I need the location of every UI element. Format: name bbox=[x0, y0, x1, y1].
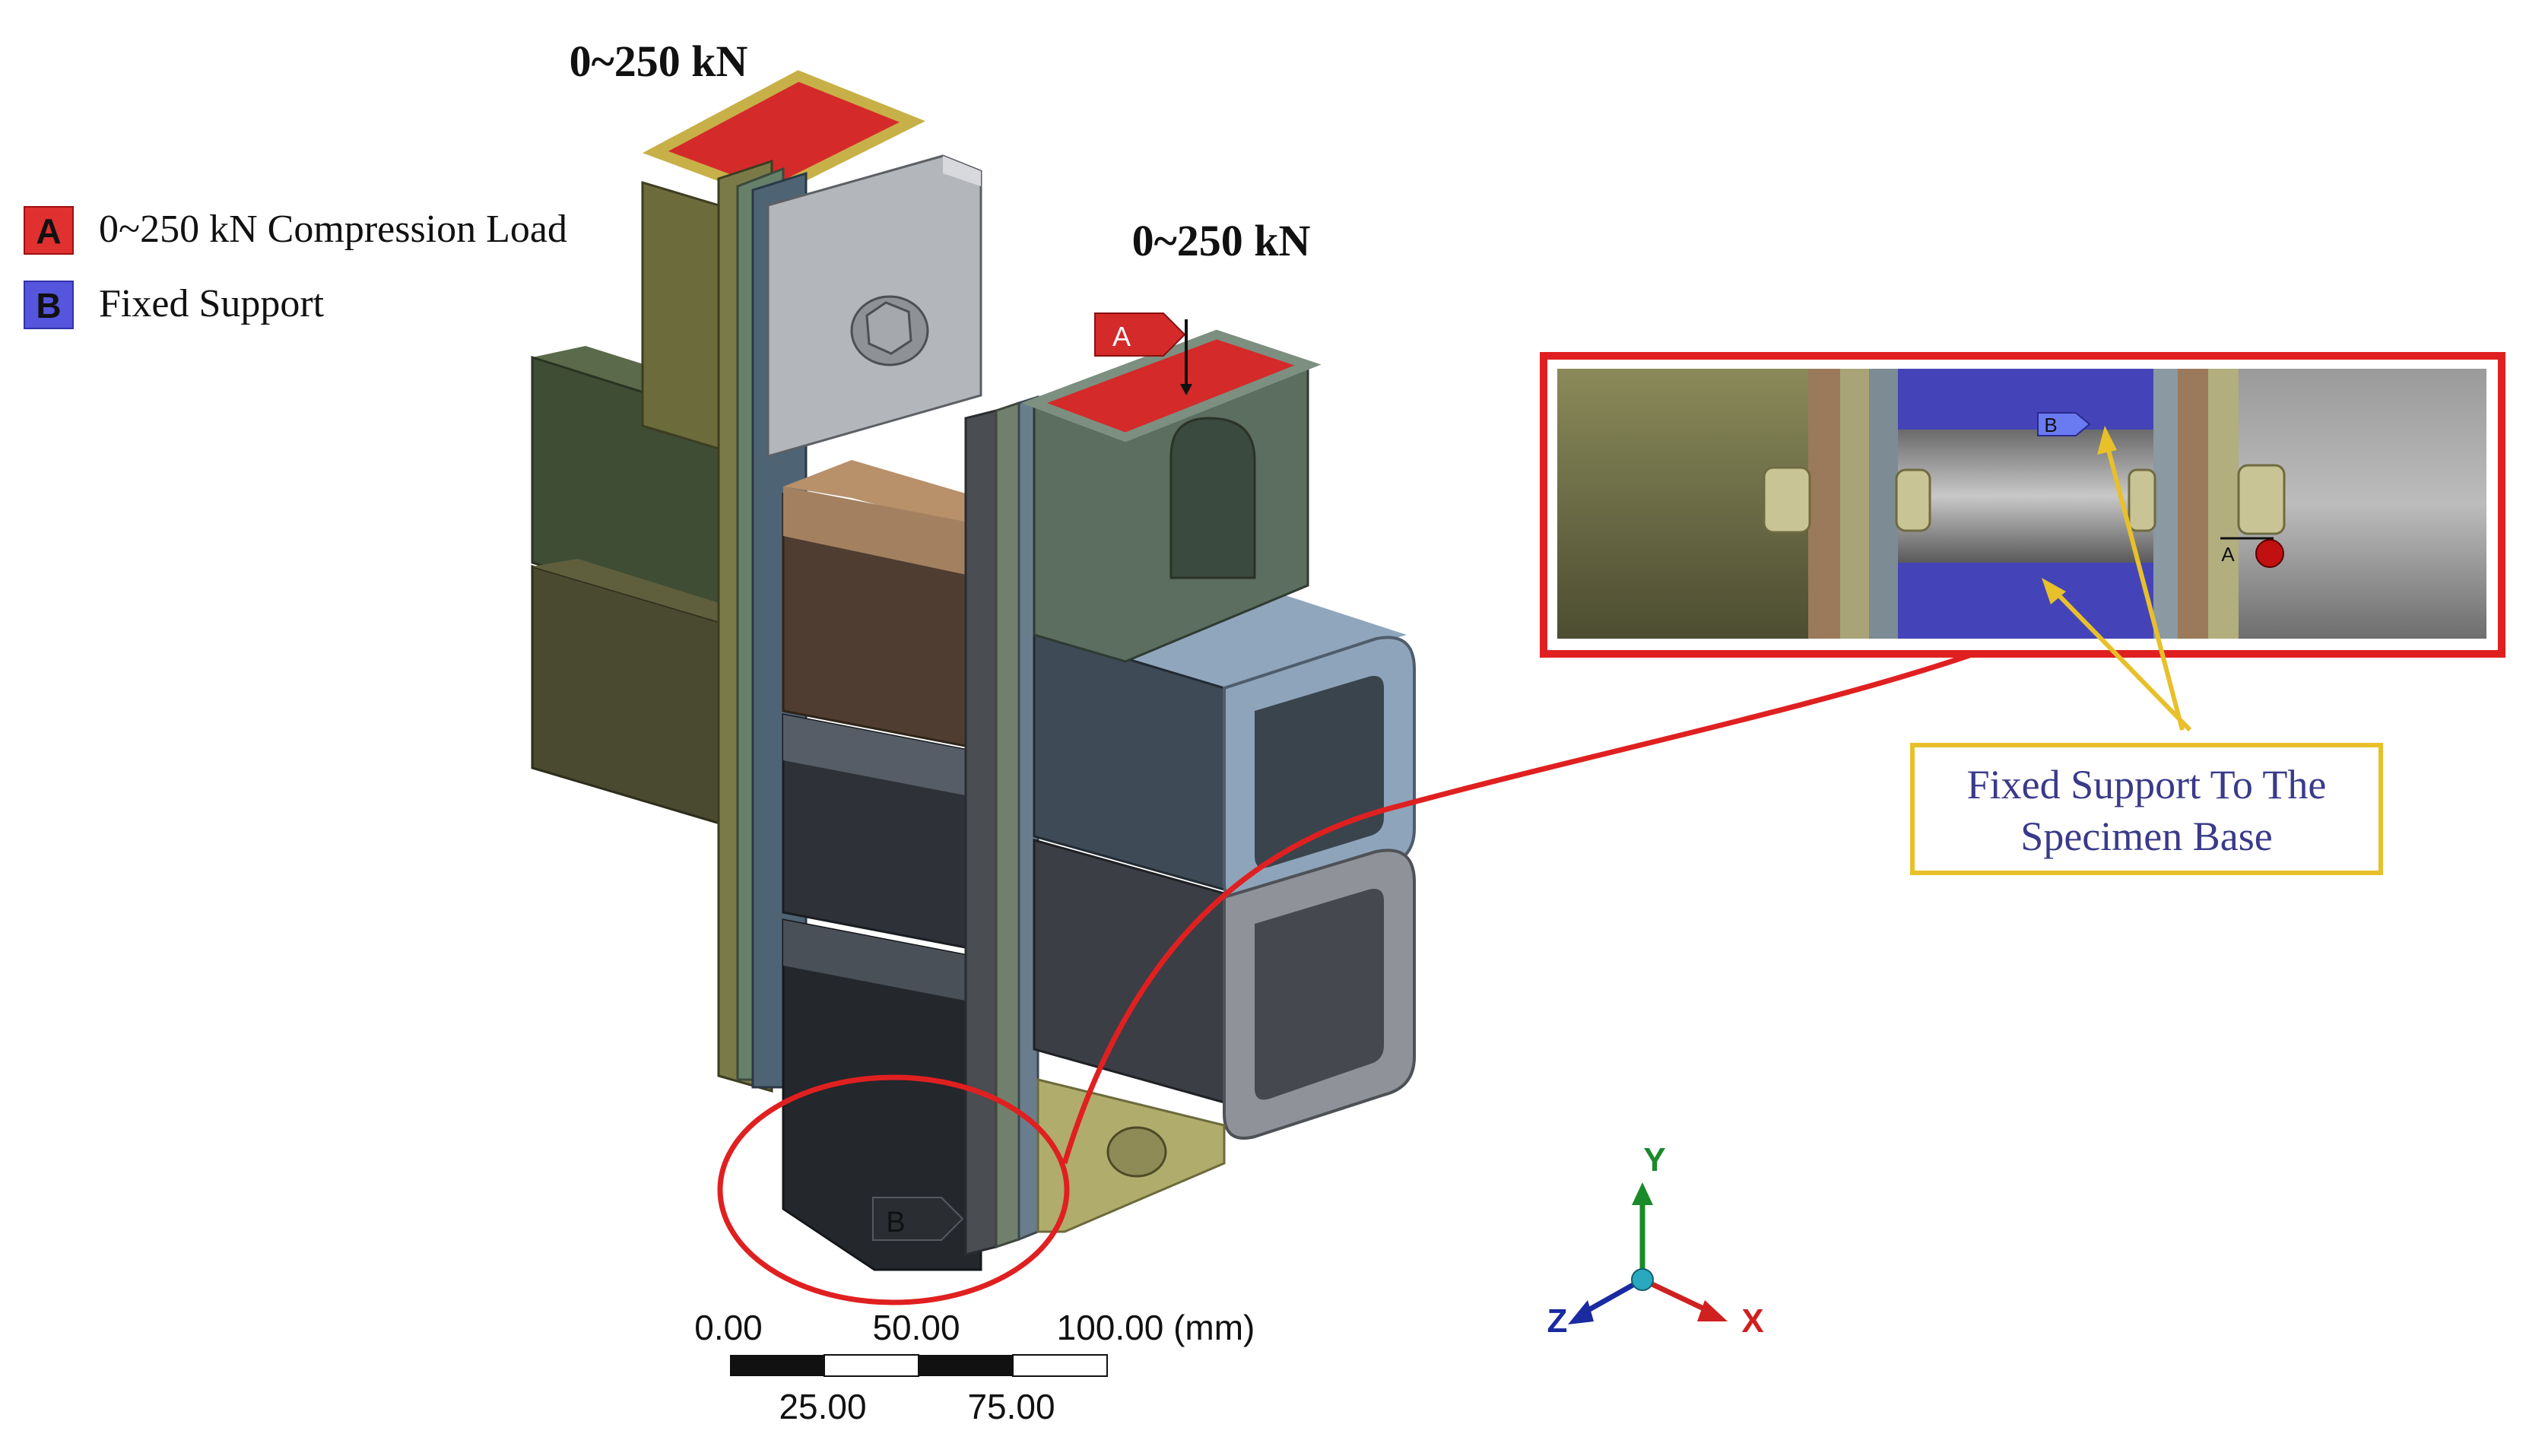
inset-plate-tan-right bbox=[2178, 369, 2208, 639]
legend-label-b: Fixed Support bbox=[99, 282, 325, 325]
legend-key-b: B bbox=[36, 286, 61, 325]
marker-b: B bbox=[872, 1197, 964, 1241]
scale-label-75: 75.00 bbox=[967, 1387, 1055, 1426]
y-axis-arrow bbox=[1632, 1182, 1653, 1205]
legend-swatch-b bbox=[24, 281, 74, 329]
z-axis-label: Z bbox=[1547, 1302, 1568, 1340]
marker-a: A bbox=[1094, 312, 1192, 395]
legend-item-a: A 0~250 kN Compression Load bbox=[24, 206, 567, 255]
svg-text:A: A bbox=[1112, 321, 1131, 352]
clevis-bracket bbox=[1020, 329, 1322, 663]
center-block-low bbox=[782, 918, 982, 1271]
callout-box: Fixed Support To The Specimen Base bbox=[1910, 743, 2383, 875]
load-label-left: 0~250 kN bbox=[570, 36, 748, 86]
inset-fixed-support-top bbox=[1898, 369, 2153, 430]
inset-fixed-support-bottom bbox=[1898, 563, 2153, 639]
highlight-leader bbox=[1061, 652, 1971, 1165]
center-block-mid-face bbox=[783, 715, 981, 798]
svg-text:B: B bbox=[886, 1207, 905, 1239]
highlight-ellipse bbox=[717, 1074, 1070, 1305]
scale-segment-1 bbox=[730, 1355, 824, 1376]
callout-line-2: Specimen Base bbox=[2020, 814, 2272, 859]
left-tube-lower-top bbox=[532, 559, 760, 627]
axis-triad: Y X Z bbox=[1547, 1141, 1764, 1340]
x-axis-label: X bbox=[1741, 1302, 1763, 1340]
inset-plate-olive-right bbox=[2208, 369, 2239, 639]
load-label-right: 0~250 kN bbox=[1132, 216, 1311, 265]
scale-segment-3 bbox=[919, 1355, 1013, 1376]
callout-arrows bbox=[2042, 426, 2192, 732]
inset-plate-olive-left bbox=[1840, 369, 1869, 639]
center-tan-block-face bbox=[783, 487, 981, 578]
inset-plate-tan-left bbox=[1808, 369, 1840, 639]
scale-label-0: 0.00 bbox=[694, 1308, 763, 1347]
clevis-red-top bbox=[1020, 329, 1322, 443]
legend-swatch-a bbox=[24, 206, 74, 255]
center-grey-plate-edge bbox=[943, 156, 981, 186]
svg-text:B: B bbox=[2044, 414, 2057, 436]
inset-nut-right bbox=[2237, 464, 2286, 535]
x-axis-arrow bbox=[1697, 1300, 1728, 1321]
scale-label-50: 50.00 bbox=[872, 1308, 960, 1347]
inset-marker-b: B bbox=[2037, 412, 2091, 436]
z-axis-line bbox=[1580, 1277, 1644, 1317]
z-axis-arrow bbox=[1568, 1300, 1594, 1324]
inset-nut-mid-left bbox=[1895, 468, 1931, 532]
bolt-head-lower bbox=[1106, 1126, 1167, 1178]
scale-segment-4 bbox=[1012, 1354, 1108, 1377]
bolt-head-upper bbox=[850, 295, 929, 366]
legend-key-a: A bbox=[36, 211, 61, 251]
svg-text:A: A bbox=[2221, 543, 2235, 566]
left-load-block-front bbox=[641, 180, 720, 451]
legend: A 0~250 kN Compression Load B Fixed Supp… bbox=[24, 206, 567, 329]
center-block-low-face bbox=[783, 920, 981, 1004]
scale-label-100: 100.00 (mm) bbox=[1057, 1308, 1255, 1347]
axis-origin bbox=[1631, 1268, 1654, 1291]
specimen-model: A B bbox=[531, 70, 1416, 1271]
inset-nut-left bbox=[1763, 466, 1811, 534]
inset-nut-mid-right bbox=[2128, 468, 2156, 532]
scale-bar: 0.00 50.00 100.00 (mm) 25.00 75.00 bbox=[694, 1308, 1255, 1426]
scale-label-25: 25.00 bbox=[779, 1387, 866, 1426]
inset-marker-a: A bbox=[2220, 537, 2284, 568]
inset-plate-grey-left bbox=[1869, 369, 1898, 639]
legend-label-a: 0~250 kN Compression Load bbox=[99, 208, 567, 251]
legend-item-b: B Fixed Support bbox=[24, 281, 325, 329]
y-axis-label: Y bbox=[1643, 1141, 1665, 1178]
right-plate-green bbox=[995, 401, 1020, 1249]
right-plate-dark bbox=[964, 409, 998, 1256]
inset-detail: B A bbox=[1540, 352, 2505, 658]
center-tan-block-top bbox=[783, 460, 981, 532]
scale-segment-2 bbox=[823, 1354, 919, 1377]
callout-line-1: Fixed Support To The bbox=[1967, 762, 2327, 807]
right-tube-lower-end bbox=[1223, 849, 1416, 1140]
inset-plate-grey-right bbox=[2153, 369, 2178, 639]
